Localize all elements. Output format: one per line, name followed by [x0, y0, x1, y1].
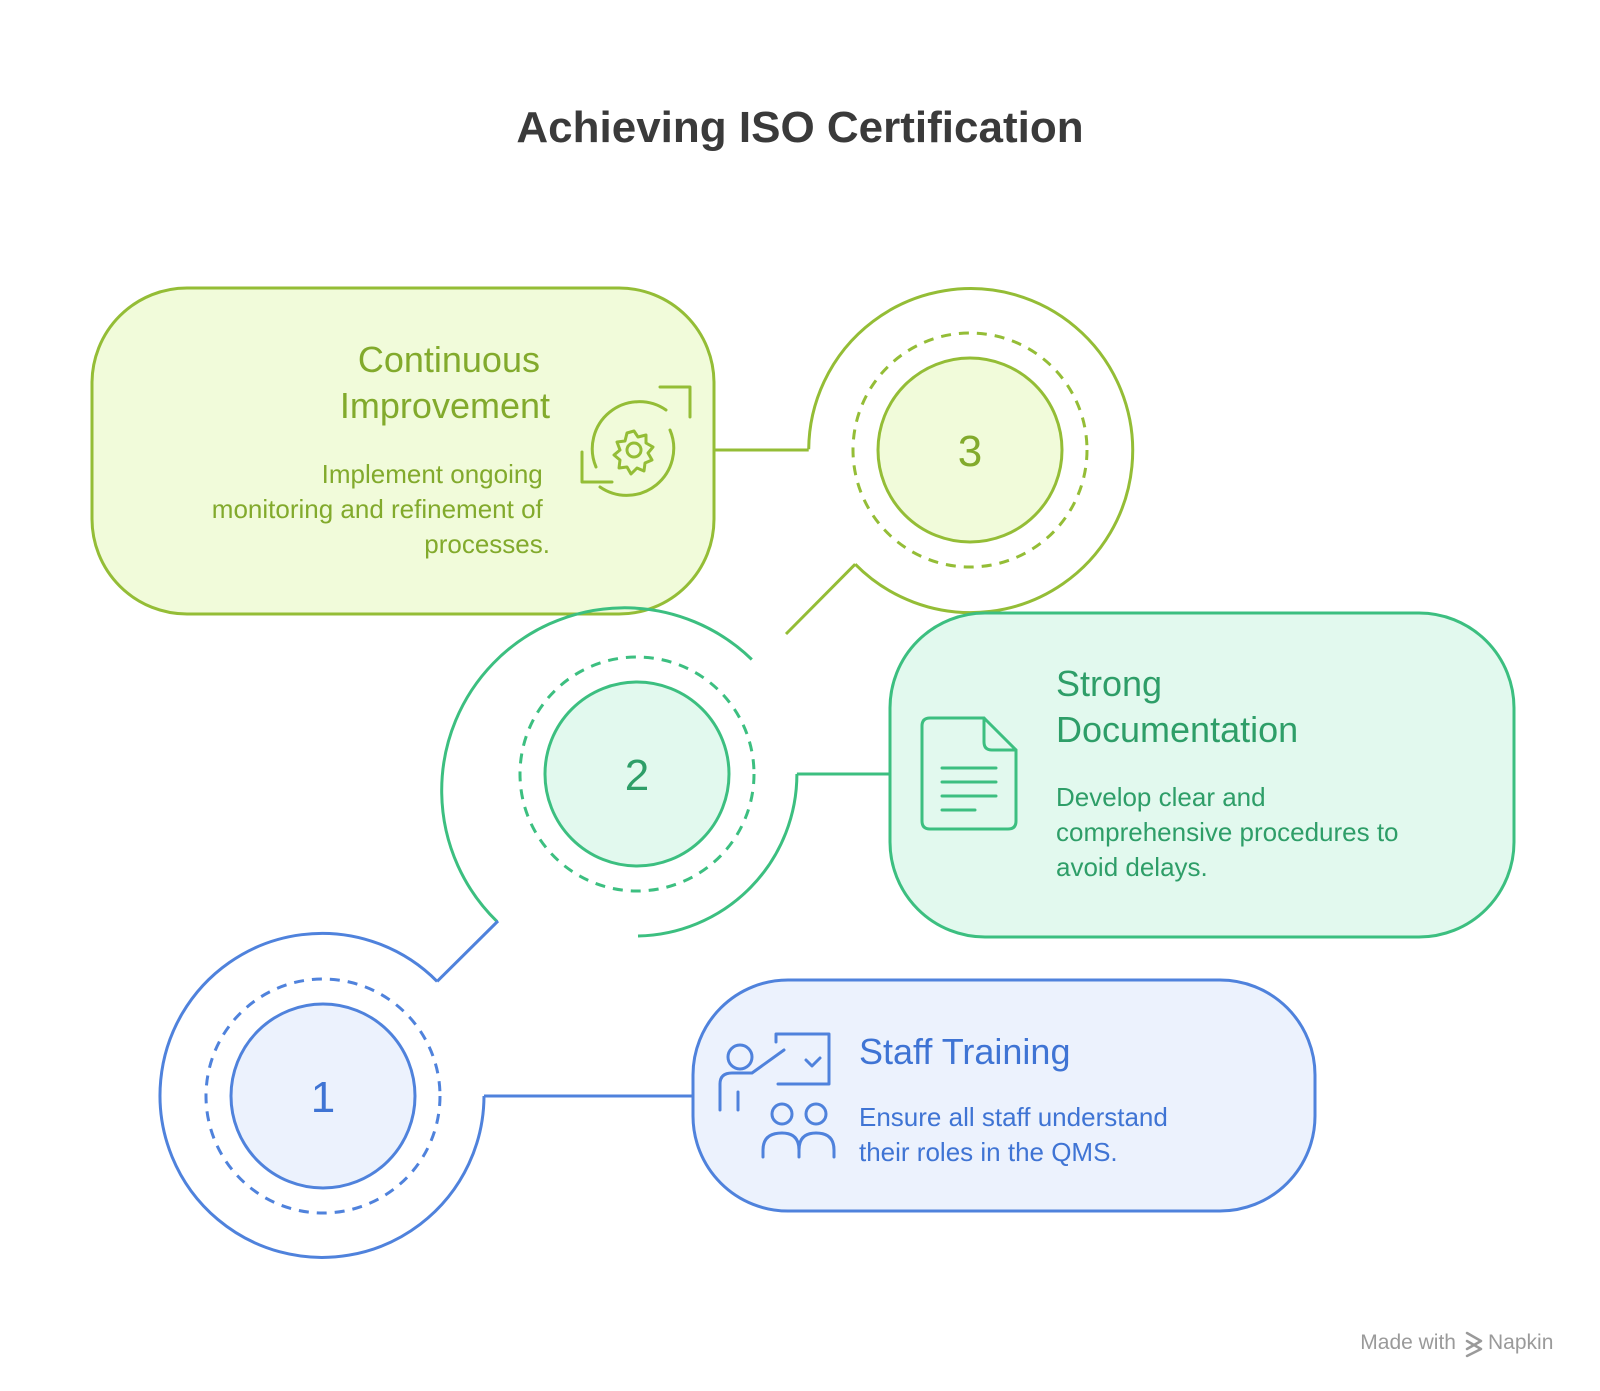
- card-desc-line: their roles in the QMS.: [859, 1137, 1118, 1167]
- staff-training-description: Ensure all staff understand their roles …: [859, 1102, 1175, 1167]
- napkin-brand-label: Napkin: [1488, 1331, 1553, 1354]
- card-title-line: Documentation: [1056, 709, 1298, 750]
- card-desc-line: monitoring and refinement of: [212, 494, 544, 524]
- step-1-dashed-ring: [204, 977, 442, 1215]
- step-3-dashed-ring: [851, 331, 1089, 569]
- step-1-number-circle: [229, 1002, 417, 1190]
- document-icon: [920, 716, 1018, 831]
- step-2-dashed-ring: [518, 655, 756, 893]
- step-3-number: 3: [958, 427, 982, 476]
- step-1-diagonal-connector: [436, 919, 500, 983]
- card-desc-line: comprehensive procedures to: [1056, 817, 1399, 847]
- card-desc-line: Implement ongoing: [322, 459, 543, 489]
- staff-training-card: [691, 978, 1317, 1213]
- page-title: Achieving ISO Certification: [516, 103, 1083, 152]
- card-desc-line: processes.: [424, 529, 550, 559]
- strong-documentation-card: [888, 611, 1516, 939]
- made-with-label: Made with: [1360, 1331, 1456, 1354]
- step-1-ring: [158, 931, 486, 1259]
- step-1-number: 1: [311, 1073, 335, 1122]
- staff-training-title: Staff Training: [859, 1031, 1070, 1072]
- step-2-number: 2: [625, 751, 649, 800]
- step-3-group: 3 Continuous Improvement Implement ongoi…: [90, 286, 1135, 636]
- card-title-line: Continuous: [358, 339, 540, 380]
- strong-documentation-title: Strong Documentation: [1056, 663, 1298, 750]
- continuous-improvement-title: Continuous Improvement: [340, 339, 550, 426]
- card-title-line: Improvement: [340, 385, 550, 426]
- napkin-logo-icon: [1465, 1331, 1483, 1358]
- card-title-line: Strong: [1056, 663, 1162, 704]
- card-desc-line: avoid delays.: [1056, 852, 1208, 882]
- made-with-napkin-badge: Made with Napkin: [1360, 1331, 1553, 1358]
- card-desc-line: Ensure all staff understand: [859, 1102, 1168, 1132]
- card-desc-line: Develop clear and: [1056, 782, 1266, 812]
- gear-cycle-icon: [580, 385, 692, 497]
- staff-training-icon: [718, 1032, 836, 1159]
- step-3-diagonal-connector: [784, 563, 857, 636]
- step-2-number-circle: [543, 680, 731, 868]
- step-2-group: 2 Strong Documentation Develop clear and…: [440, 606, 1516, 939]
- step-2-ring-right-arc: [637, 773, 799, 938]
- card-title-line: Staff Training: [859, 1031, 1070, 1072]
- continuous-improvement-description: Implement ongoing monitoring and refinem…: [212, 459, 550, 559]
- step-1-group: 1 Staff Training Ensure all staff unders…: [158, 919, 1317, 1259]
- strong-documentation-description: Develop clear and comprehensive procedur…: [1056, 782, 1406, 882]
- step-3-number-circle: [876, 356, 1064, 544]
- step-2-ring: [440, 606, 753, 923]
